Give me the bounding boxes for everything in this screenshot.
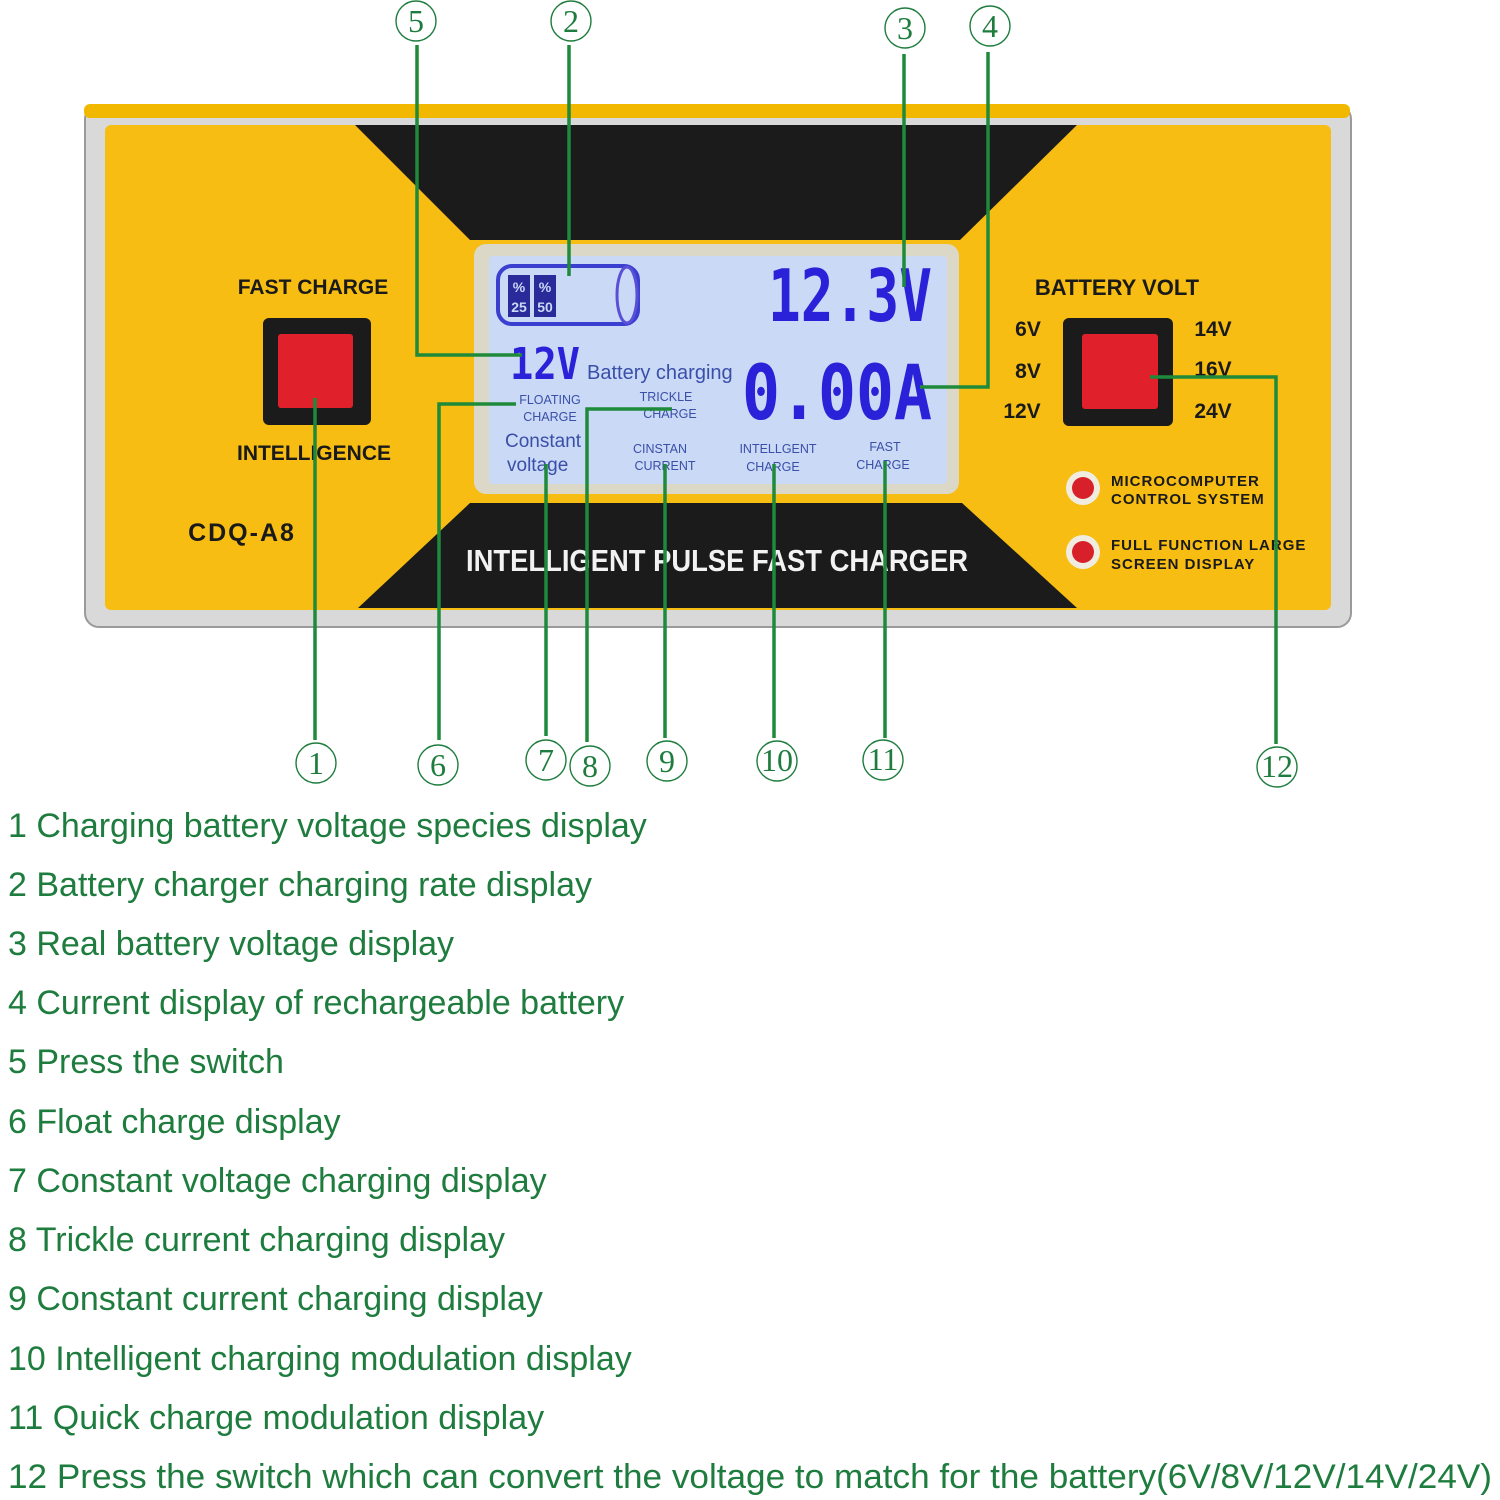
fast-charge-lcd-label: FAST [869, 440, 901, 454]
display-led-icon [1072, 541, 1094, 563]
svg-text:1: 1 [308, 745, 324, 781]
legend-item: 12 Press the switch which can convert th… [8, 1458, 1492, 1496]
control-system-label: CONTROL SYSTEM [1111, 491, 1265, 508]
model-label: CDQ-A8 [188, 519, 296, 547]
volt-8v: 8V [1015, 360, 1041, 383]
callout-11: 11 [862, 739, 904, 781]
leader-12 [1150, 375, 1278, 744]
screen-display-label: SCREEN DISPLAY [1111, 556, 1255, 573]
legend-list: 1 Charging battery voltage species displ… [8, 807, 1492, 1496]
callout-4: 4 [969, 5, 1011, 47]
leader-8 [585, 407, 672, 742]
voltage-select-button[interactable] [1063, 318, 1173, 426]
legend-item: 10 Intelligent charging modulation displ… [8, 1340, 632, 1378]
callout-6: 6 [417, 744, 459, 786]
svg-text:6: 6 [430, 747, 446, 783]
constant-voltage-label-2: voltage [507, 455, 568, 476]
callout-3: 3 [884, 7, 926, 49]
microcomputer-label: MICROCOMPUTER [1111, 473, 1260, 490]
battery-pct-50: % [539, 279, 552, 295]
callout-1: 1 [295, 742, 337, 784]
legend-item: 1 Charging battery voltage species displ… [8, 807, 647, 845]
banner-text: INTELLIGENT PULSE FAST CHARGER [466, 543, 968, 578]
callout-2: 2 [550, 0, 592, 42]
callout-12: 12 [1256, 746, 1298, 788]
battery-level-25: 25 [511, 299, 527, 315]
svg-text:9: 9 [659, 743, 675, 779]
volt-14v: 14V [1194, 318, 1231, 341]
svg-text:12: 12 [1261, 748, 1293, 784]
leader-6 [437, 402, 516, 740]
bottom-black-panel [358, 503, 1077, 608]
constant-voltage-label: Constant [505, 431, 582, 452]
fast-charge-label: FAST CHARGE [238, 276, 389, 299]
constant-current-label: CINSTAN [633, 442, 687, 456]
battery-type-readout: 12V [510, 339, 580, 390]
callout-8: 8 [569, 745, 611, 787]
legend-item: 4 Current display of rechargeable batter… [8, 984, 624, 1022]
leader-lines [313, 45, 1278, 744]
svg-text:4: 4 [982, 8, 998, 44]
svg-text:7: 7 [538, 742, 554, 778]
legend-item: 5 Press the switch [8, 1043, 284, 1081]
current-readout: 0.00A [742, 348, 932, 437]
legend-item: 6 Float charge display [8, 1103, 341, 1141]
svg-text:2: 2 [563, 3, 579, 39]
battery-volt-label: BATTERY VOLT [1035, 275, 1200, 300]
intelligent-charge-label: INTELLGENT [739, 442, 816, 456]
legend-item: 3 Real battery voltage display [8, 925, 454, 963]
lcd-screen [474, 244, 959, 494]
battery-pct-25: % [513, 279, 526, 295]
svg-text:11: 11 [868, 741, 899, 777]
legend-item: 11 Quick charge modulation display [8, 1399, 544, 1437]
legend-item: 7 Constant voltage charging display [8, 1162, 547, 1200]
volt-12v: 12V [1003, 400, 1040, 423]
callout-10: 10 [756, 740, 798, 782]
mode-button[interactable] [263, 318, 371, 425]
floating-charge-label: FLOATING [519, 393, 581, 407]
volt-6v: 6V [1015, 318, 1041, 341]
legend-item: 8 Trickle current charging display [8, 1221, 505, 1259]
fast-charge-lcd-label-2: CHARGE [856, 458, 909, 472]
voltage-readout: 12.3V [768, 254, 932, 338]
trickle-charge-label: TRICKLE [640, 390, 693, 404]
legend-item: 9 Constant current charging display [8, 1280, 543, 1318]
leader-4 [920, 52, 990, 389]
leader-5 [415, 45, 522, 357]
top-black-panel [355, 125, 1077, 240]
callout-7: 7 [525, 739, 567, 781]
battery-level-50: 50 [537, 299, 553, 315]
callout-9: 9 [646, 740, 688, 782]
callout-5: 5 [395, 0, 437, 42]
full-function-label: FULL FUNCTION LARGE [1111, 537, 1306, 554]
svg-text:3: 3 [897, 10, 913, 46]
battery-charging-text: Battery charging [587, 362, 733, 384]
floating-charge-label-2: CHARGE [523, 410, 576, 424]
svg-text:5: 5 [408, 3, 424, 39]
svg-text:10: 10 [761, 742, 793, 778]
svg-text:8: 8 [582, 748, 598, 784]
battery-level-icon: % 25 % 50 [496, 264, 640, 326]
microcomputer-led-icon [1072, 477, 1094, 499]
volt-24v: 24V [1194, 400, 1231, 423]
legend-item: 2 Battery charger charging rate display [8, 866, 592, 904]
